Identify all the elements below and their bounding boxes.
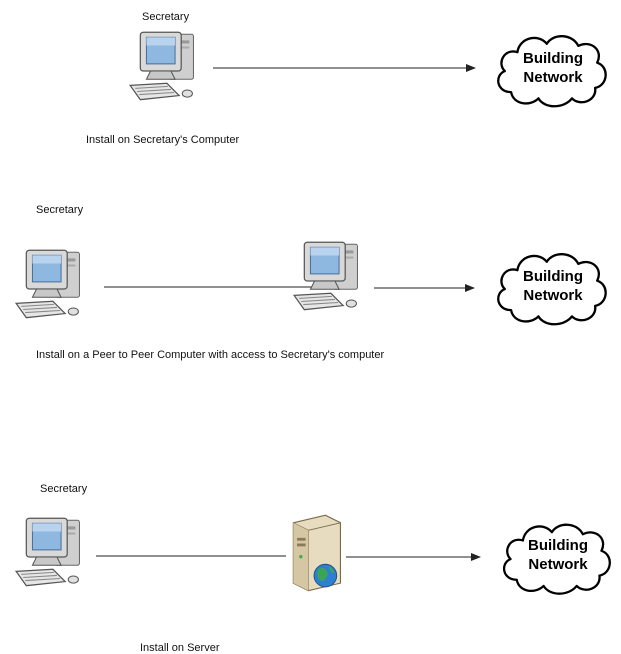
- cloud-label-line1: Building: [523, 268, 583, 285]
- scenario-caption: Install on Secretary's Computer: [86, 134, 239, 146]
- scenario-server: Secretary Building Network Install on Se…: [15, 483, 611, 654]
- scenario-peer-to-peer: Secretary Building Network Install on a …: [15, 204, 607, 361]
- cloud-label-line2: Network: [523, 69, 583, 86]
- workstation-icon: [15, 249, 81, 319]
- workstation-icon: [15, 517, 81, 587]
- cloud-icon: Building Network: [502, 523, 611, 595]
- cloud-label-line2: Network: [523, 287, 583, 304]
- scenario-caption: Install on Server: [140, 642, 220, 654]
- secretary-label: Secretary: [36, 204, 84, 216]
- cloud-label-line1: Building: [528, 537, 588, 554]
- secretary-label: Secretary: [142, 11, 190, 23]
- server-icon: [292, 514, 342, 592]
- workstation-icon: [293, 241, 359, 311]
- scenario-caption: Install on a Peer to Peer Computer with …: [36, 349, 384, 361]
- workstation-icon: [129, 31, 195, 101]
- cloud-icon: Building Network: [497, 34, 607, 108]
- scenario-secretary-computer: Secretary Building Network Install on Se…: [86, 11, 607, 146]
- secretary-label: Secretary: [40, 483, 88, 495]
- cloud-label-line1: Building: [523, 50, 583, 67]
- cloud-label-line2: Network: [528, 556, 588, 573]
- cloud-icon: Building Network: [497, 252, 607, 326]
